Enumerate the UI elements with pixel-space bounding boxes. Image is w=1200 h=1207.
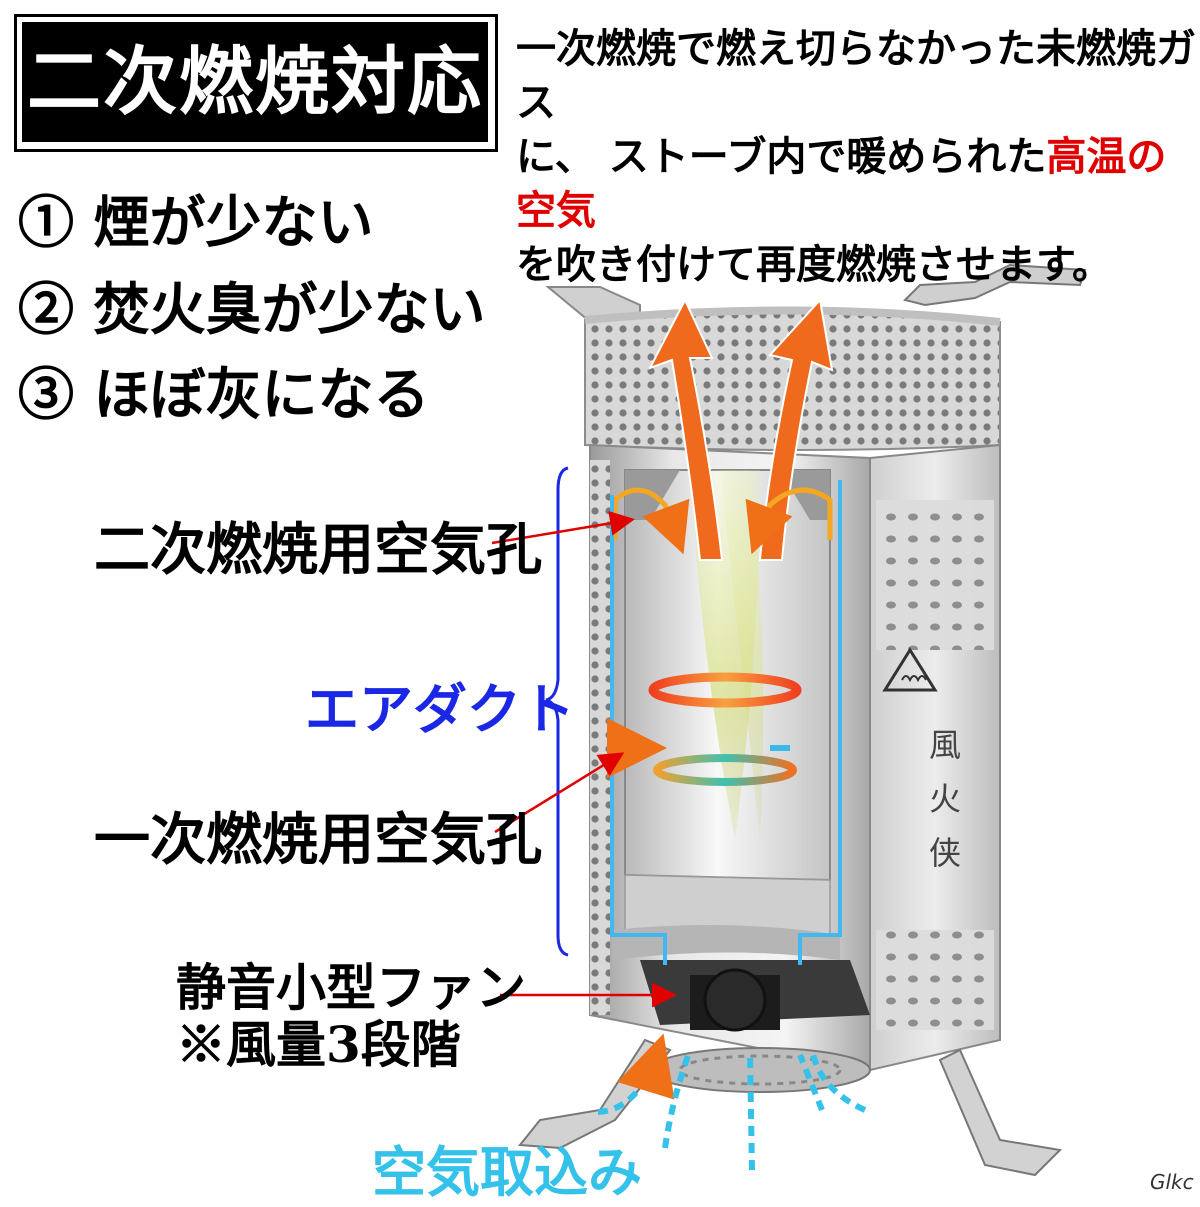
fan-label: 静音小型ファン [176, 958, 526, 1017]
benefit-item-3: ③ ほぼ灰になる [18, 362, 430, 428]
air-intake-label: 空気取込み [372, 1140, 642, 1204]
description-highlight: 高温の空気 [516, 133, 1167, 234]
description-line-2: に、 ストーブ内で暖められた高温の空気 [516, 130, 1196, 238]
secondary-air-hole-label: 二次燃焼用空気孔 [94, 517, 542, 583]
description-line-2-text: に、 ストーブ内で暖められた [516, 133, 1047, 180]
description-line-3: を吹き付けて再度燃焼させます。 [516, 241, 1112, 288]
air-duct-label: エアダクト [305, 677, 575, 741]
primary-air-hole-label: 一次燃焼用空気孔 [94, 807, 542, 873]
description-line-1: 一次燃焼で燃え切らなかった未燃焼ガス [516, 25, 1196, 126]
title-badge: 二次燃焼対応 [22, 22, 488, 142]
watermark: Glkc [1150, 1170, 1194, 1194]
benefit-item-2: ② 焚火臭が少ない [18, 277, 486, 343]
stove-brand-text: 風火侠 [924, 728, 962, 890]
description: 一次燃焼で燃え切らなかった未燃焼ガス に、 ストーブ内で暖められた高温の空気 を… [516, 22, 1196, 292]
fan-speed-label: ※風量3段階 [176, 1015, 461, 1074]
benefit-item-1: ① 煙が少ない [18, 190, 374, 256]
